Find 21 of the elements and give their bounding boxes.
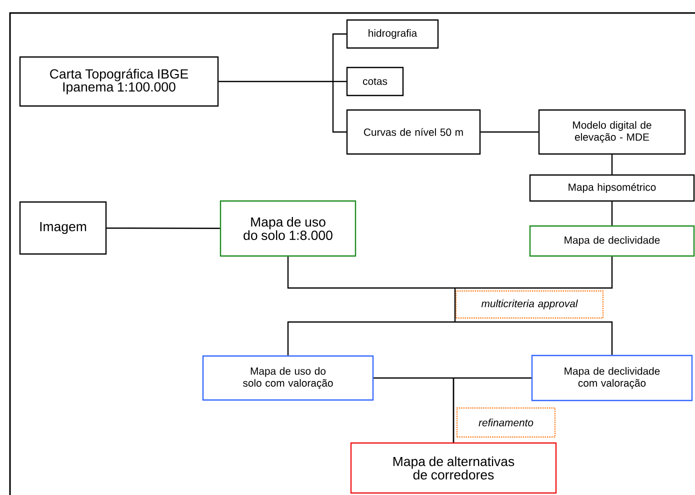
process-box: Modelo digital de elevação - MDE [538,109,686,155]
process-box: Curvas de nível 50 m [346,109,481,155]
connector-line [287,256,613,356]
connector-line [218,33,346,133]
process-box: Mapa de declividade com valoração [531,354,693,402]
connector-line [480,131,538,133]
connector-line [611,202,613,226]
process-box: cotas [346,66,404,96]
process-box: Mapa de uso do solo com valoração [202,355,374,401]
process-box: Carta Topográfica IBGE Ipanema 1:100.000 [19,56,219,107]
process-box: Mapa de alternativas de corredores [350,442,557,494]
process-box: Mapa de uso do solo 1:8.000 [220,200,356,257]
connector-line [611,154,613,174]
process-box: Mapa hipsométrico [529,174,695,202]
process-box: hidrografia [346,19,439,49]
connector-line [374,377,532,442]
step-label: refinamento [456,407,556,438]
step-label: multicriteria approval [455,290,604,319]
process-box: Mapa de declividade [529,225,695,257]
connector-line [106,228,220,229]
process-box: Imagem [19,201,107,255]
